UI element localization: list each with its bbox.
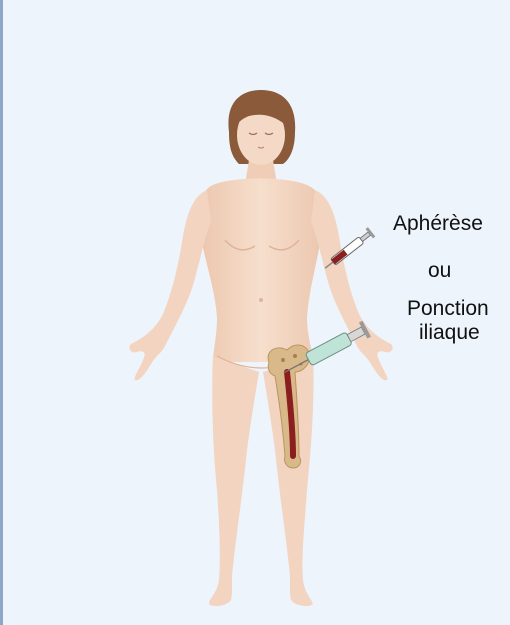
iliac-puncture-label-line2: iliaque <box>419 322 480 343</box>
left-leg <box>209 356 259 606</box>
apheresis-label: Aphérèse <box>393 213 483 234</box>
iliac-puncture-label-line1: Ponction <box>407 298 489 319</box>
torso <box>199 179 324 363</box>
left-arm <box>129 190 211 380</box>
or-label: ou <box>428 260 451 281</box>
